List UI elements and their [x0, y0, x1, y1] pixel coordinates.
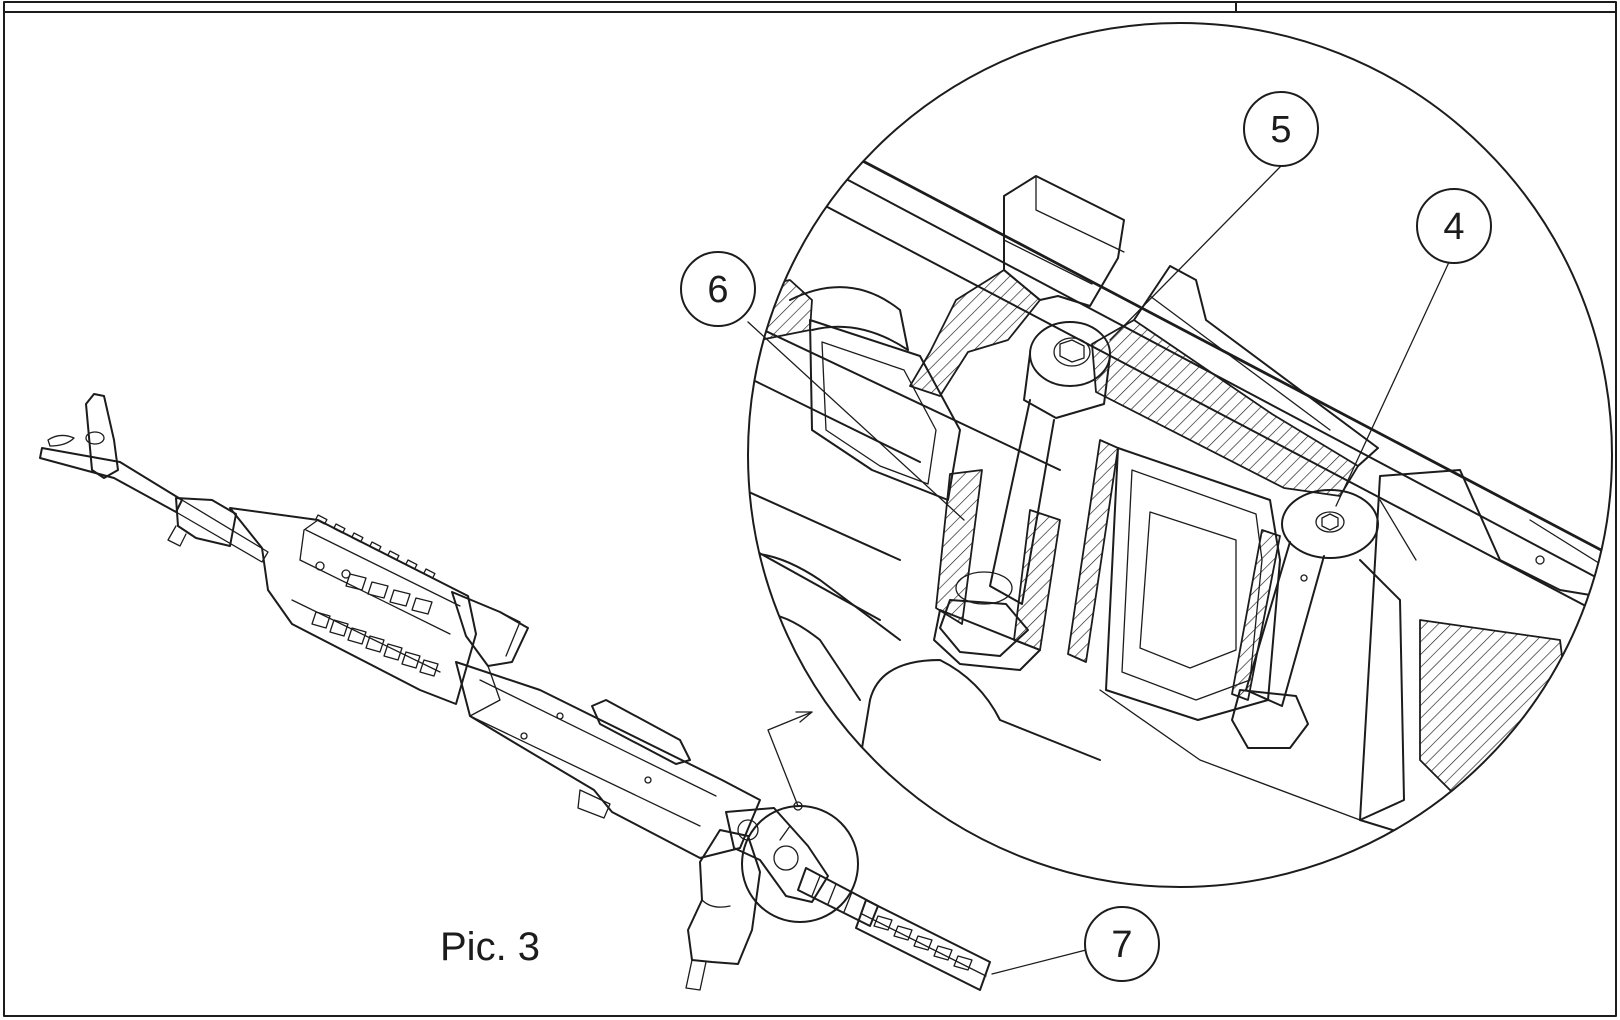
callout-4: 4: [1416, 188, 1492, 264]
detail-marker: [741, 711, 859, 923]
figure-caption: Pic. 3: [440, 925, 540, 969]
leader-lines: [747, 165, 1451, 975]
callout-7: 7: [1084, 906, 1160, 982]
callout-7-label: 7: [1111, 924, 1132, 966]
callout-5-label: 5: [1270, 109, 1291, 151]
callout-5: 5: [1243, 91, 1319, 167]
drawing-frame: [3, 1, 1617, 1017]
callout-6-label: 6: [707, 269, 728, 311]
detail-view: [747, 22, 1613, 888]
callout-4-label: 4: [1443, 206, 1464, 248]
rifle-overview: [39, 393, 991, 991]
callout-6: 6: [680, 251, 756, 327]
